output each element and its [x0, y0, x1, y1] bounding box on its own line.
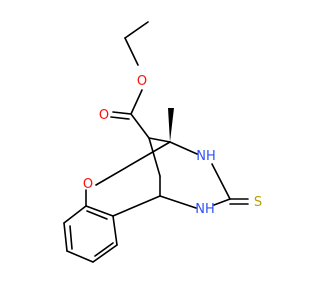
atom-oxygen-ester: O: [137, 74, 147, 89]
bond-ar-inner-3: [86, 210, 108, 220]
bond-ar-inner-2: [94, 242, 114, 257]
canvas-background: [0, 0, 300, 300]
bond-c11-c2: [148, 137, 171, 143]
bond-ar-6: [85, 205, 114, 217]
atom-nitrogen-upper: NH: [196, 149, 216, 164]
bond-ccarbonyl-c11: [130, 113, 150, 139]
bond-benzo-c6: [112, 195, 161, 217]
bond-c11-c6: [148, 137, 161, 177]
bond-c2-oring: [95, 141, 171, 186]
bond-c4-n5: [213, 198, 231, 206]
bond-ar-3: [66, 250, 94, 263]
bond-c-o-double-a: [112, 111, 132, 115]
atom-nitrogen-lower: NH: [195, 202, 215, 217]
chemical-structure: O O O NH NH S: [0, 0, 300, 300]
methyl-wedge-bond: [168, 108, 174, 142]
bond-n5-c6: [159, 195, 197, 209]
bond-ar-4: [92, 244, 118, 263]
bond-c-o-double-b: [110, 116, 130, 120]
bond-oester-ccarbonyl: [130, 89, 143, 115]
atom-oxygen-ring: O: [83, 177, 93, 192]
bond-ar-1: [63, 205, 87, 224]
atom-oxygen-carbonyl: O: [99, 108, 109, 123]
bond-ar-inner-1: [69, 225, 73, 250]
bond-n3-c4: [211, 163, 231, 200]
bond-ar-2: [63, 222, 68, 252]
bond-ar-5: [112, 215, 118, 246]
atom-sulfur: S: [254, 195, 262, 210]
bond-c2-n3: [169, 141, 198, 155]
bond-ch3-ch2: [124, 21, 149, 39]
bond-ch2-oester: [124, 37, 139, 66]
